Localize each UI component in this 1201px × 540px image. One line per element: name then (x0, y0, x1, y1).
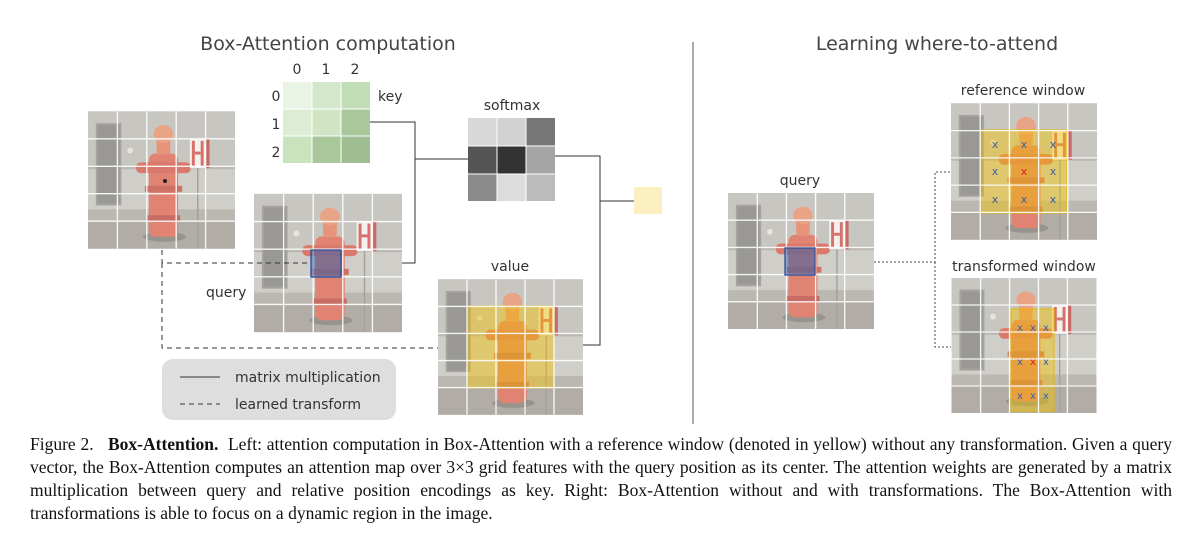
svg-text:x: x (1017, 391, 1023, 402)
key-col-index-2: 2 (351, 62, 360, 78)
source-image (88, 110, 235, 250)
query-label: query (206, 285, 246, 301)
svg-text:x: x (1030, 357, 1036, 368)
query-image (254, 193, 402, 333)
svg-text:x: x (1030, 323, 1036, 334)
key-col-index-0: 0 (293, 62, 302, 78)
key-col-index-1: 1 (322, 62, 331, 78)
transformed-window-image: x x x x x x x x x (951, 278, 1097, 413)
svg-text:x: x (1050, 193, 1057, 206)
dashed-connectors (161, 250, 438, 349)
value-image (438, 278, 583, 416)
svg-text:x: x (992, 138, 999, 151)
svg-text:x: x (1050, 138, 1057, 151)
output-cell (634, 187, 662, 214)
right-panel-title: Learning where-to-attend (816, 33, 1058, 55)
legend-solid-label: matrix multiplication (235, 370, 381, 386)
transformed-window-region (1010, 308, 1055, 412)
solid-connectors (370, 121, 634, 346)
caption-body: Left: attention computation in Box-Atten… (30, 434, 1173, 523)
key-row-index-2: 2 (272, 145, 281, 161)
caption-figure-number: Figure 2. (30, 434, 94, 454)
svg-text:x: x (1050, 165, 1057, 178)
value-reference-window (466, 305, 555, 389)
dotted-connector (874, 171, 951, 263)
transformed-window-label: transformed window (952, 259, 1096, 275)
value-label: value (491, 259, 529, 275)
key-row-index-0: 0 (272, 89, 281, 105)
svg-text:x: x (1043, 323, 1049, 334)
right-query-image (728, 193, 874, 329)
caption-title: Box-Attention. (108, 434, 219, 454)
left-panel-title: Box-Attention computation (200, 33, 456, 55)
right-query-box (784, 247, 816, 276)
legend-dashed-label: learned transform (235, 397, 361, 413)
svg-text:x: x (1043, 391, 1049, 402)
legend: matrix multiplication learned transform (162, 359, 396, 420)
svg-text:x: x (1043, 357, 1049, 368)
query-box (310, 249, 342, 278)
svg-text:x: x (1017, 323, 1023, 334)
key-matrix: 0 1 2 0 1 2 key (272, 62, 403, 163)
svg-text:x: x (1017, 357, 1023, 368)
reference-window-label: reference window (961, 83, 1085, 99)
svg-text:x: x (1030, 391, 1036, 402)
key-row-index-1: 1 (272, 117, 281, 133)
svg-text:x: x (992, 165, 999, 178)
softmax-label: softmax (484, 98, 541, 114)
softmax-matrix (468, 118, 555, 201)
svg-text:x: x (1021, 138, 1028, 151)
svg-text:x: x (1021, 165, 1028, 178)
svg-text:x: x (992, 193, 999, 206)
figure-caption: Figure 2. Box-Attention. Left: attention… (30, 433, 1172, 525)
dotted-connector-lower (934, 262, 951, 348)
svg-text:x: x (1021, 193, 1028, 206)
reference-window-image: x x x x x x x x x (951, 103, 1097, 240)
key-label: key (378, 89, 403, 105)
figure-diagram: Box-Attention computation 0 1 2 0 1 2 ke… (88, 33, 1097, 424)
right-query-label: query (780, 173, 820, 189)
